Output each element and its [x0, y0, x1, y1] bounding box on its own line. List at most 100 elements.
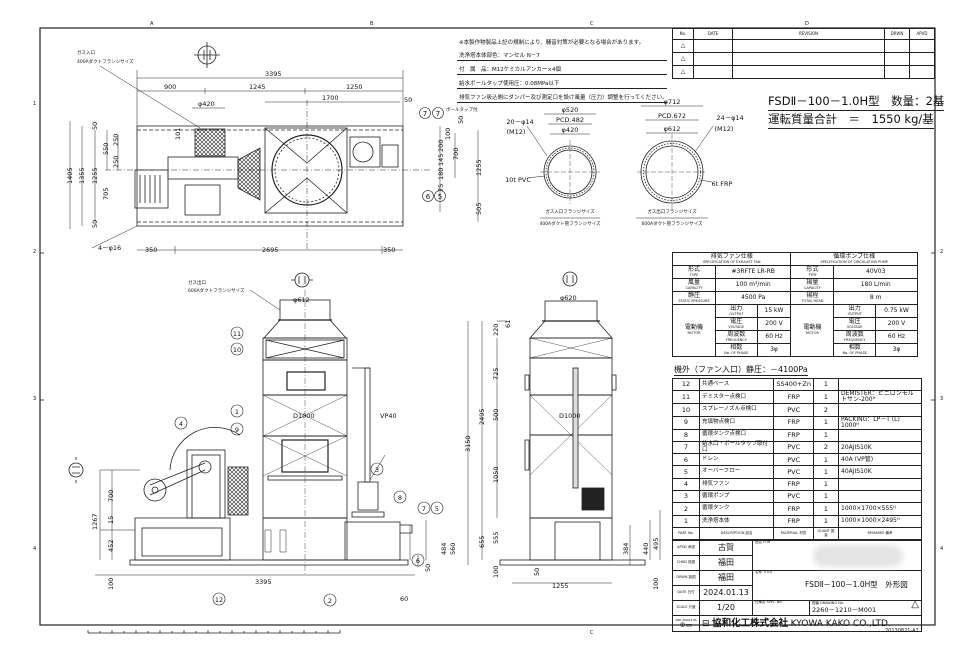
common-base	[129, 559, 409, 566]
svg-text:φ612: φ612	[293, 296, 310, 304]
part-material: PVC	[773, 440, 814, 455]
part-quantity: 2	[813, 440, 839, 455]
svg-text:7: 7	[436, 110, 440, 118]
part-material: FRP	[773, 415, 814, 430]
svg-text:C: C	[590, 630, 594, 636]
svg-text:1: 1	[940, 101, 943, 107]
part-description: 循環ポンプ	[698, 490, 775, 504]
part-remarks	[838, 490, 922, 504]
svg-text:705: 705	[102, 188, 110, 200]
part-remarks: PACKING：LP－T (L) 1000ᴴ	[838, 415, 922, 430]
svg-text:ガス入口: ガス入口	[77, 49, 95, 56]
svg-text:φ520: φ520	[562, 106, 579, 114]
part-number: 4	[672, 477, 700, 492]
part-number: 2	[672, 502, 700, 516]
svg-text:50: 50	[404, 96, 412, 104]
operating-mass: 運転質量合計 ＝ 1550 kg/基	[768, 111, 934, 129]
svg-text:180: 180	[437, 168, 445, 180]
exhaust-fan	[169, 426, 241, 471]
svg-text:D1000: D1000	[293, 412, 315, 420]
pump-plan	[349, 136, 381, 168]
svg-text:220: 220	[492, 324, 500, 336]
zone-col-b: B	[370, 21, 374, 27]
redacted-name	[813, 545, 903, 567]
note-ball-tap: 給水ボールタップ使用圧：0.08MPa以下	[457, 77, 667, 89]
svg-text:384: 384	[622, 543, 630, 555]
svg-text:350: 350	[145, 246, 157, 254]
part-quantity: 1	[813, 477, 839, 492]
drawing-frame	[39, 27, 936, 626]
zone-row-4: 4	[33, 546, 36, 552]
part-material: SS400+Zn	[773, 377, 814, 392]
svg-text:440: 440	[642, 543, 650, 555]
part-material: PVC	[773, 453, 814, 467]
svg-text:ガス入口フランジサイズ: ガス入口フランジサイズ	[545, 208, 595, 215]
svg-text:100: 100	[107, 578, 115, 590]
part-quantity: 1	[813, 415, 839, 430]
part-material: FRP	[773, 390, 814, 405]
part-description: ドレン	[698, 453, 775, 467]
svg-text:550: 550	[102, 143, 110, 155]
svg-text:4－φ16: 4－φ16	[98, 244, 121, 252]
svg-text:(M12): (M12)	[507, 128, 526, 136]
svg-text:250: 250	[112, 156, 120, 168]
flange-details: φ520 PCD.482 φ420 20－φ14 (M12) 10t PVC ガ…	[505, 98, 744, 227]
part-remarks: 40A (VP管)	[838, 453, 922, 467]
part-remarks	[838, 428, 922, 442]
external-static-pressure: 機外（ファン入口）静圧：－4100Pa	[674, 365, 808, 376]
svg-text:1405: 1405	[66, 167, 74, 184]
svg-text:24－φ14: 24－φ14	[716, 114, 743, 122]
part-number: 8	[672, 428, 700, 442]
svg-text:1255: 1255	[552, 582, 569, 590]
svg-text:6: 6	[426, 193, 431, 201]
svg-text:3150: 3150	[464, 435, 472, 452]
part-quantity: 1	[813, 514, 839, 528]
svg-text:φ620: φ620	[560, 294, 577, 302]
zone-col-c: C	[590, 21, 594, 27]
svg-text:ガス出口: ガス出口	[188, 279, 206, 286]
svg-text:4: 4	[179, 420, 183, 428]
part-description: 共通ベース	[698, 377, 775, 392]
svg-text:1255: 1255	[475, 159, 483, 176]
svg-text:100: 100	[444, 128, 452, 140]
svg-text:1255: 1255	[91, 167, 99, 184]
svg-text:725: 725	[492, 368, 500, 380]
revision-mark: △	[911, 598, 919, 610]
part-material: FRP	[773, 514, 814, 528]
part-number: 7	[672, 440, 700, 455]
svg-text:61: 61	[504, 320, 512, 328]
part-number: 12	[672, 377, 700, 392]
part-remarks	[838, 477, 922, 492]
svg-text:4: 4	[940, 546, 943, 552]
svg-text:2695: 2695	[262, 246, 279, 254]
part-description: 循環タンク	[698, 502, 775, 516]
zone-markers: A B C D 1 2 3 4 1 2 3 4 C	[33, 21, 943, 636]
svg-text:3395: 3395	[255, 578, 272, 586]
part-description: デミスター点検口	[698, 390, 775, 405]
part-description: 給水口・ボールタップ取付口	[698, 440, 775, 455]
part-description: 循環タンク点検口	[698, 428, 775, 442]
svg-text:560: 560	[449, 543, 457, 555]
general-notes: ※本製作物製品上記の規制により、騒音対策が必要となる場合があります。 洗浄塔本体…	[457, 36, 668, 105]
pump-type: 40V03	[833, 265, 918, 279]
svg-text:500: 500	[492, 409, 500, 421]
svg-text:60: 60	[400, 595, 408, 603]
fan-base	[134, 517, 231, 561]
svg-text:VP40: VP40	[380, 412, 397, 420]
svg-text:2: 2	[328, 597, 332, 605]
part-material: PVC	[773, 403, 814, 417]
note-color: 洗浄塔本体部色：マンセル N－7	[457, 49, 667, 61]
model-heading: FSDⅡ－100－1.0H型 数量：2基	[768, 93, 945, 111]
svg-text:PCD.482: PCD.482	[556, 116, 584, 124]
plan-view: 3395 900 1245 1250 1700 φ420 50 1405 135…	[66, 42, 483, 254]
